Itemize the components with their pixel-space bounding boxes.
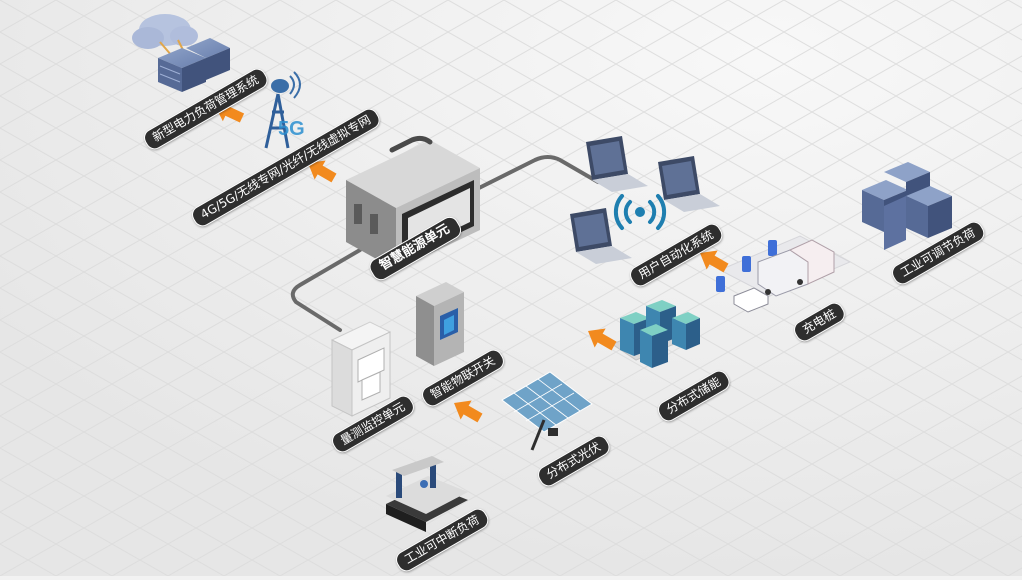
arrow-to-charging-out-icon	[588, 328, 617, 351]
arrow-from-pv-icon	[454, 400, 483, 423]
flow-arrows	[214, 101, 729, 423]
iot-switch-icon	[416, 282, 464, 366]
energy-storage-icon	[610, 300, 700, 368]
solar-panel-icon	[501, 371, 593, 451]
5g-tower-icon: 5G	[264, 71, 305, 149]
laptop-icons	[570, 136, 720, 264]
industrial-adjustable-load-icon	[862, 162, 952, 250]
arrow-to-user-auto-icon	[700, 250, 729, 273]
industrial-interruptible-icon	[386, 456, 468, 532]
5g-badge-text: 5G	[278, 118, 305, 140]
cloud-server-icon	[132, 14, 230, 92]
cable-lines	[290, 155, 600, 332]
charging-station-icon	[716, 235, 852, 313]
metering-unit-icon	[330, 321, 392, 417]
arrow-to-network-icon	[308, 160, 337, 183]
wireless-signal-icon	[613, 194, 667, 230]
